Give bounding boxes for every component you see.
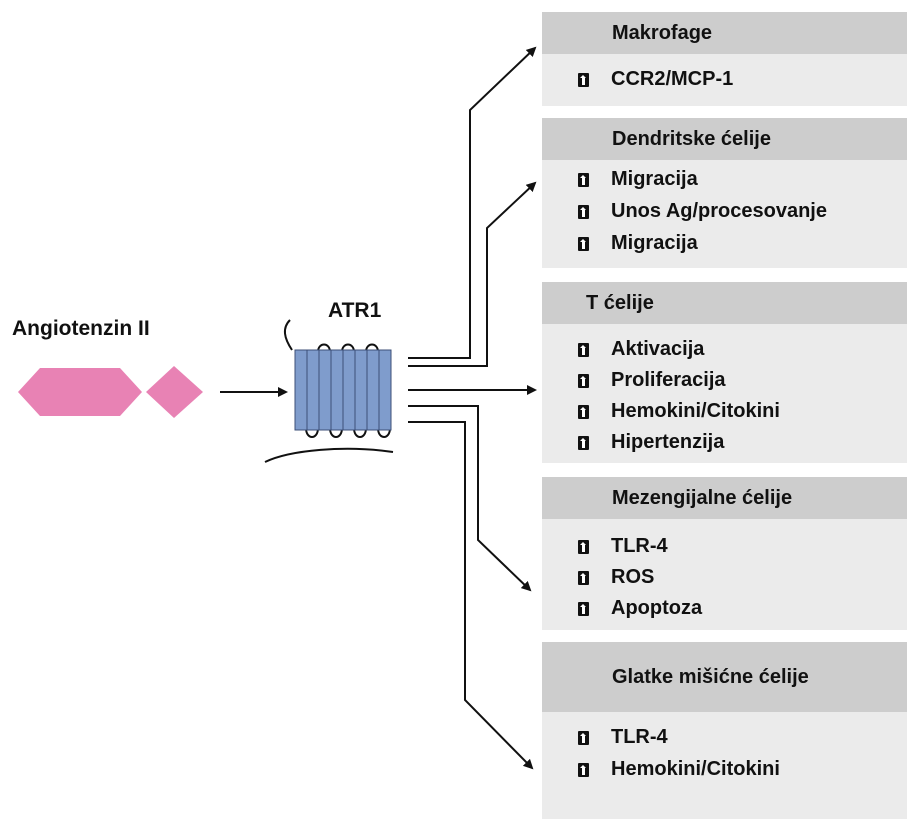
list-item: Migracija [578,232,698,255]
list-item: TLR-4 [578,726,668,749]
item-label: Unos Ag/procesovanje [611,200,827,222]
item-label: TLR-4 [611,726,668,748]
atr1-label: ATR1 [328,299,382,322]
up-arrow-icon [578,404,589,419]
list-item: Migracija [578,168,698,191]
up-arrow-icon [578,236,589,251]
target-box-t-celije: T ćelije Aktivacija Proliferacija Hemoki… [542,282,907,463]
angiotensin-label: Angiotenzin II [12,317,150,340]
box-body: TLR-4 ROS Apoptoza [542,519,907,630]
box-title: Makrofage [612,21,713,44]
box-title: Glatke mišićne ćelije [612,665,809,688]
up-arrow-icon [578,72,589,87]
box-body: Aktivacija Proliferacija Hemokini/Citoki… [542,324,907,463]
arrow-to-mezengijalne [408,405,532,592]
receptor-c-terminus [264,447,394,463]
list-item: Apoptoza [578,597,702,620]
item-label: Proliferacija [611,369,726,391]
angiotensin-hexagon [18,368,142,416]
item-label: Migracija [611,232,698,254]
list-item: Unos Ag/procesovanje [578,200,827,223]
up-arrow-icon [578,730,589,745]
box-header: Mezengijalne ćelije [542,477,907,519]
item-label: Hipertenzija [611,431,725,453]
list-item: ROS [578,566,654,589]
box-header: Dendritske ćelije [542,118,907,160]
item-label: TLR-4 [611,535,668,557]
up-arrow-icon [578,373,589,388]
item-label: Hemokini/Citokini [611,400,780,422]
item-label: Migracija [611,168,698,190]
signal-arrows [408,46,537,770]
arrow-to-makrofage [408,46,537,359]
list-item: CCR2/MCP-1 [578,68,733,91]
up-arrow-icon [578,435,589,450]
receptor-n-terminus [284,319,293,351]
receptor-helices [294,349,392,431]
receptor-bottom-loops [305,427,391,438]
box-header: Makrofage [542,12,907,54]
box-title: T ćelije [586,291,654,314]
up-arrow-icon [578,539,589,554]
item-label: Aktivacija [611,338,705,360]
box-header: T ćelije [542,282,907,324]
list-item: Aktivacija [578,338,704,361]
list-item: Proliferacija [578,369,726,392]
list-item: Hipertenzija [578,431,724,454]
atr1-receptor [264,319,394,463]
up-arrow-icon [578,172,589,187]
up-arrow-icon [578,570,589,585]
box-body: TLR-4 Hemokini/Citokini [542,712,907,819]
up-arrow-icon [578,342,589,357]
target-box-dendritske-celije: Dendritske ćelije Migracija Unos Ag/proc… [542,118,907,268]
box-title: Dendritske ćelije [612,127,771,150]
box-header: Glatke mišićne ćelije [542,642,907,712]
target-box-mezengijalne-celije: Mezengijalne ćelije TLR-4 ROS Apoptoza [542,477,907,630]
box-body: Migracija Unos Ag/procesovanje Migracija [542,160,907,268]
list-item: Hemokini/Citokini [578,400,780,423]
arrow-to-dendritske [408,181,537,367]
item-label: Apoptoza [611,597,703,619]
up-arrow-icon [578,204,589,219]
list-item: Hemokini/Citokini [578,758,780,781]
box-title: Mezengijalne ćelije [612,486,793,509]
target-box-glatke-misicne-celije: Glatke mišićne ćelije TLR-4 Hemokini/Cit… [542,642,907,819]
item-label: CCR2/MCP-1 [611,68,734,90]
list-item: TLR-4 [578,535,668,558]
angiotensin-molecule [18,366,203,418]
up-arrow-icon [578,762,589,777]
angiotensin-diamond [146,366,203,418]
item-label: ROS [611,566,655,588]
up-arrow-icon [578,601,589,616]
box-body: CCR2/MCP-1 [542,54,907,106]
arrow-to-glatke [408,421,534,770]
target-box-makrofage: Makrofage CCR2/MCP-1 [542,12,907,106]
item-label: Hemokini/Citokini [611,758,780,780]
